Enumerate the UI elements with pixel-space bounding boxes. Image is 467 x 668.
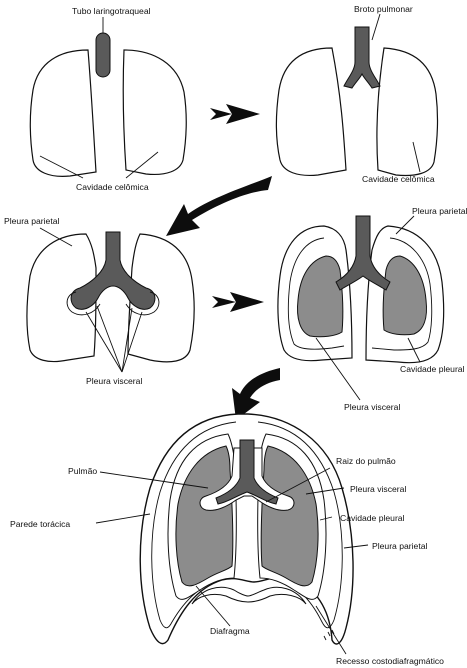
stage1-left-celomic-cavity [29,49,97,177]
parietal-pleura-line [151,421,237,629]
stage1-right-celomic-cavity [122,49,187,176]
stage3-right-cavity [127,233,195,363]
stage2-right-celomic-cavity [376,47,439,177]
label-pleura-visceral-2: Pleura visceral [344,402,400,412]
stage-4-diagram [277,215,445,401]
label-pleura-parietal-1: Pleura parietal [4,216,60,226]
stage-1-diagram [29,17,187,179]
stage-2-diagram [275,13,439,177]
label-parede-toracica: Parede torácica [10,519,70,529]
label-diafragma: Diafragma [210,626,250,636]
label-recesso: Recesso costodiafragmático [336,656,444,666]
arrow-stage2-to-stage3 [166,176,272,236]
stage2-left-celomic-cavity [275,47,347,177]
label-pleura-visceral-1: Pleura visceral [86,376,142,386]
label-pulmao: Pulmão [68,466,97,476]
stage1-laryngotracheal-tube [95,32,111,78]
label-cavidade-celomica-2: Cavidade celômica [362,174,435,184]
label-cavidade-pleural-1: Cavidade pleural [400,364,465,374]
stage5-right-lung [260,445,319,587]
label-pleura-parietal-3: Pleura parietal [372,541,428,551]
label-pleura-parietal-2: Pleura parietal [412,206,467,216]
arrow-stage4-to-stage5 [232,368,280,420]
stage3-bronchial-tree [70,231,156,310]
stage-3-diagram [26,227,195,373]
stage4-right-lung [382,255,427,336]
label-cavidade-celomica-1: Cavidade celômica [76,182,149,192]
stage5-trachea [215,439,279,505]
stage4-left-lung [297,255,344,338]
stage3-left-cavity [26,233,97,363]
label-tubo-laringotraqueal: Tubo laringotraqueal [72,6,151,16]
label-raiz-do-pulmao: Raiz do pulmão [336,456,396,466]
label-pleura-visceral-3: Pleura visceral [350,484,406,494]
arrow-stage1-to-stage2 [210,104,260,124]
stage4-trachea [335,215,391,291]
diaphragm [191,586,307,605]
stage-5-diagram [95,413,369,655]
stage2-lung-bud [343,26,381,89]
label-broto-pulmonar: Broto pulmonar [354,4,413,14]
stage5-left-lung [175,445,234,587]
label-cavidade-pleural-2: Cavidade pleural [340,513,405,523]
arrow-stage3-to-stage4 [212,292,264,312]
